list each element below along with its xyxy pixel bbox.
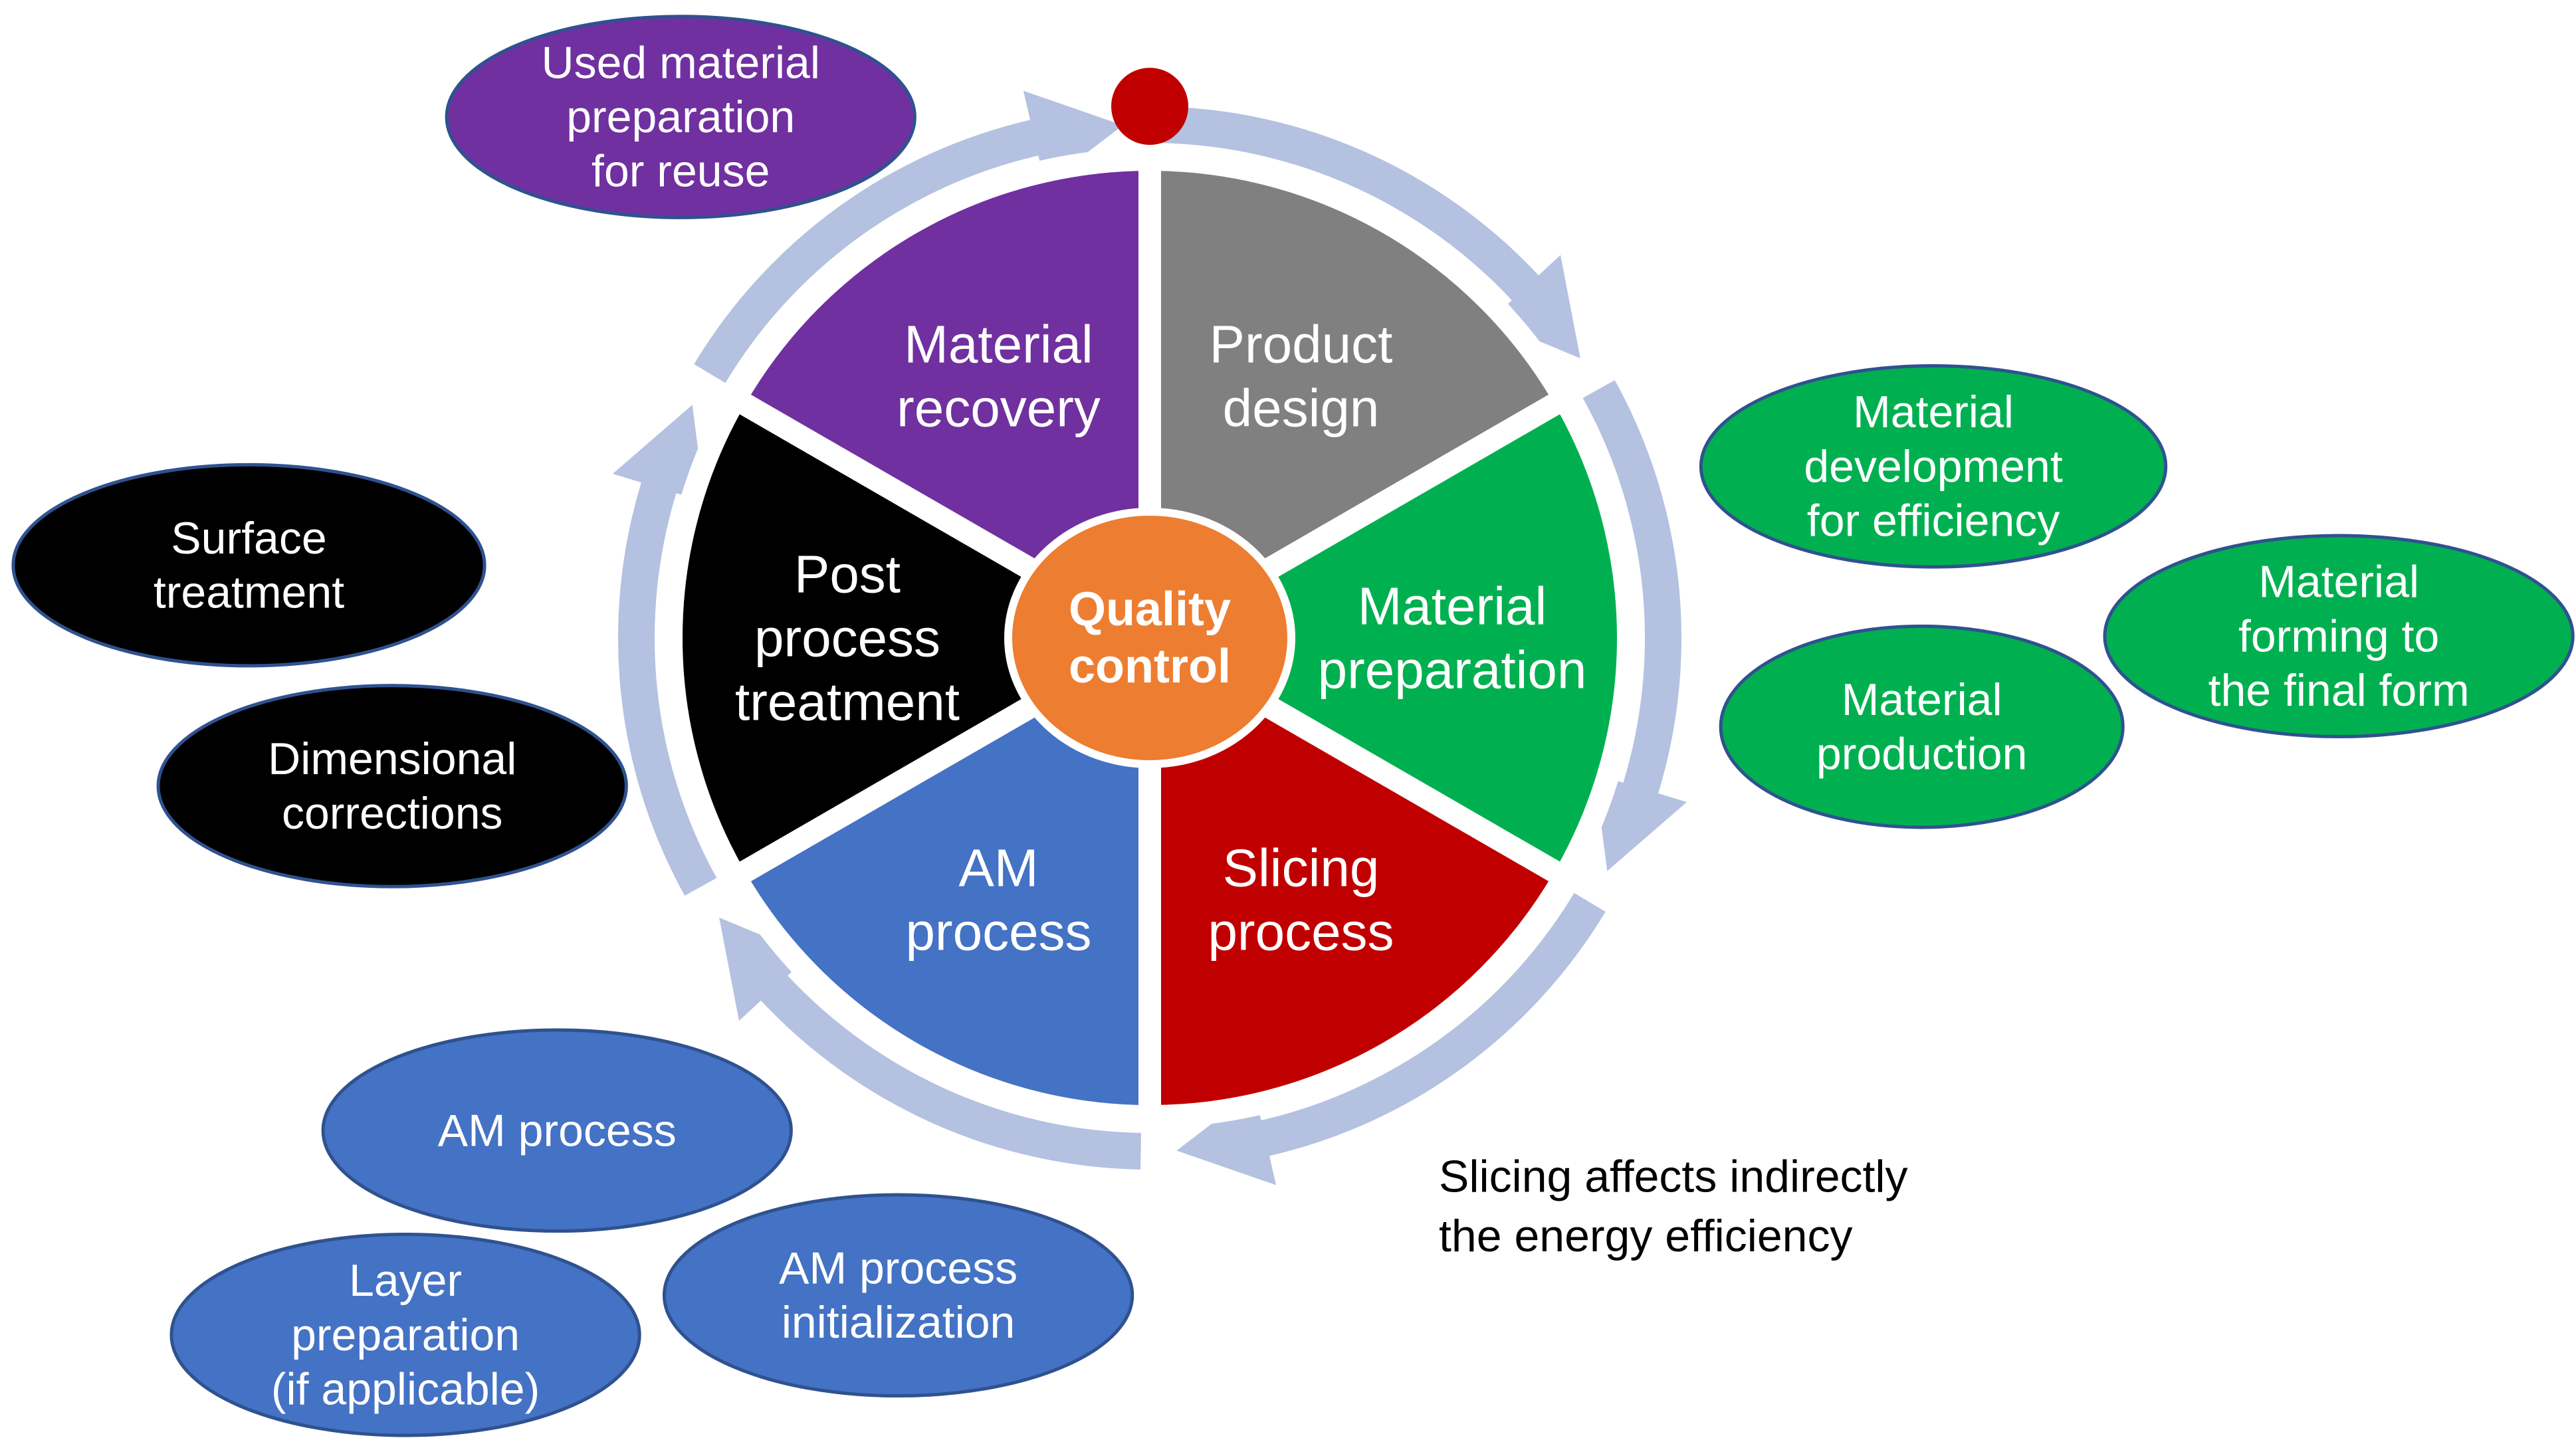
bubble-am-process-initialization: [662, 1193, 1134, 1398]
segment-product-design: [1138, 148, 1580, 658]
slicing-note: Slicing affects indirectly the energy eff…: [1439, 1152, 1908, 1261]
bubble-material-forming: [2103, 534, 2575, 739]
segment-post-process-treatment: [660, 383, 1173, 893]
bubble-surface-treatment: [11, 463, 486, 668]
cycle-arrow-6: [694, 90, 1123, 383]
segment-post-process-treatment-label-line-1: Post: [794, 545, 901, 604]
quality-control-label-line-2: control: [1069, 640, 1231, 693]
bubble-am-process-bubble-label-line-1: AM process: [438, 1105, 677, 1156]
quality-control-ellipse: [1004, 508, 1295, 768]
bubble-material-development-label-line-1: Material: [1853, 387, 2014, 437]
bubble-used-material-preparation-label-line-2: preparation: [566, 92, 795, 142]
quality-control-label-line-1: Quality: [1069, 583, 1231, 636]
segment-slicing-process-label-line-1: Slicing: [1223, 839, 1380, 898]
cycle-arrow-2: [1582, 380, 1687, 871]
segment-material-recovery-label-line-2: recovery: [897, 378, 1101, 437]
bubble-surface-treatment-label-line-1: Surface: [171, 513, 326, 564]
bubble-material-development-label-line-2: development: [1804, 441, 2062, 492]
segment-am-process-label-line-1: AM: [959, 839, 1039, 898]
bubble-dimensional-corrections-label-line-1: Dimensional: [268, 734, 516, 784]
bubble-layer-preparation: [169, 1233, 641, 1437]
segment-slicing-process-label-line-2: process: [1208, 902, 1394, 962]
segment-product-design-label-line-1: Product: [1210, 314, 1393, 373]
segment-am-process: [720, 618, 1161, 1128]
segment-material-preparation-label-line-1: Material: [1358, 577, 1547, 636]
bubble-material-production-label-line-2: production: [1816, 728, 2028, 779]
cycle-segments: ProductdesignMaterialpreparationSlicingp…: [660, 148, 1640, 1128]
bubble-material-development: [1699, 364, 2168, 569]
bubble-layer-preparation-label-line-3: (if applicable): [271, 1364, 540, 1414]
bubble-dimensional-corrections: [156, 684, 628, 888]
segment-material-preparation: [1127, 383, 1640, 893]
bubble-layer-preparation-label-line-2: preparation: [291, 1310, 520, 1360]
cycle-arrow-5: [612, 405, 717, 896]
cycle-arrow-3: [1176, 892, 1606, 1186]
slicing-note-line-1: Slicing affects indirectly: [1439, 1152, 1908, 1202]
segment-slicing-process: [1138, 618, 1580, 1128]
cycle-arrow-4: [719, 917, 1141, 1170]
bubble-used-material-preparation: [445, 15, 916, 219]
segment-material-recovery-label-line-1: Material: [904, 314, 1093, 373]
bubble-am-process-initialization-label-line-1: AM process: [779, 1243, 1018, 1293]
segment-post-process-treatment-label-line-2: process: [754, 609, 940, 668]
bubble-used-material-preparation-label-line-3: for reuse: [591, 146, 770, 197]
bubble-material-production: [1719, 624, 2125, 829]
segment-am-process-label-line-2: process: [905, 902, 1091, 962]
bubble-material-production-label-line-1: Material: [1842, 674, 2002, 725]
bubble-material-forming-label-line-2: forming to: [2238, 611, 2439, 661]
bubble-am-process-bubble: [321, 1028, 793, 1233]
segment-post-process-treatment-label-line-3: treatment: [735, 672, 960, 732]
bubble-material-forming-label-line-3: the final form: [2208, 665, 2470, 716]
segment-product-design-label-line-2: design: [1223, 378, 1380, 437]
segment-material-preparation-label-line-2: preparation: [1318, 641, 1587, 700]
bubble-material-development-label-line-3: for efficiency: [1807, 495, 2060, 546]
bubble-am-process-initialization-label-line-2: initialization: [782, 1297, 1016, 1348]
bubble-used-material-preparation-label-line-1: Used material: [541, 37, 820, 88]
segment-material-recovery: [720, 148, 1161, 658]
bubble-material-forming-label-line-1: Material: [2258, 557, 2419, 607]
slicing-note-line-2: the energy efficiency: [1439, 1211, 1852, 1261]
start-marker-dot: [1111, 68, 1188, 145]
cycle-arrow-1: [1158, 106, 1580, 359]
cycle-ring-arrows: [612, 68, 1687, 1186]
bubble-layer-preparation-label-line-1: Layer: [349, 1255, 462, 1306]
bubble-dimensional-corrections-label-line-2: corrections: [282, 788, 503, 839]
bubble-surface-treatment-label-line-2: treatment: [154, 567, 344, 617]
